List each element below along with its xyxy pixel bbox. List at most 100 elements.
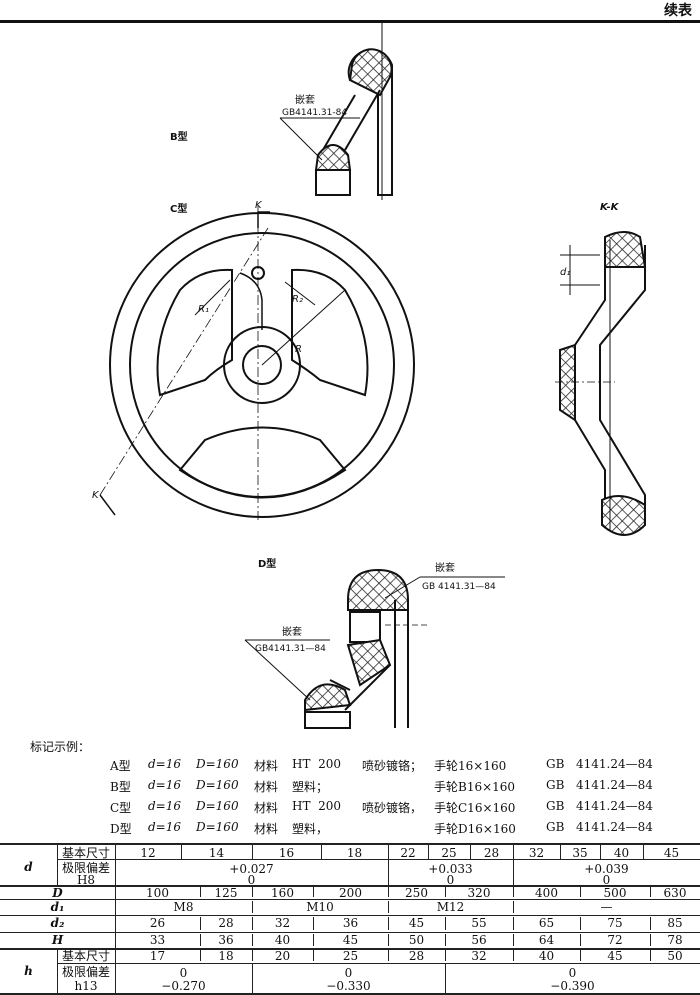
d-tolerance-lower: 0 [602, 873, 611, 887]
table-divider [57, 948, 58, 993]
table-divider [388, 934, 389, 946]
D-cell: 630 [663, 886, 687, 900]
b-type-label: B型 [170, 130, 188, 143]
d1-cell: M8 [173, 900, 194, 914]
d-type-label: D型 [258, 557, 276, 570]
k-k-section [555, 231, 647, 536]
example-part: 4141.24—84 [576, 757, 653, 771]
D-cell: 200 [339, 886, 362, 900]
d-basic-cell: 18 [346, 846, 363, 860]
sub-label-h13: h13 [74, 979, 98, 993]
table-divider [321, 845, 322, 859]
d-tolerance-lower: 0 [446, 873, 455, 887]
example-part [362, 820, 434, 837]
table-rule [0, 932, 700, 933]
table-divider [388, 950, 389, 961]
H-cell: 64 [538, 933, 555, 947]
d2-cell: 32 [274, 916, 291, 930]
table-rule [0, 915, 700, 916]
example-part: d=16 [148, 799, 182, 813]
example-part: 4141.24—84 [576, 799, 653, 813]
table-divider [560, 845, 561, 859]
table-divider [252, 917, 253, 930]
example-part: d=16 [148, 820, 182, 834]
example-title: 标记示例： [30, 740, 91, 754]
example-part: 喷砂镀铬； [362, 759, 423, 773]
k-mark-top: K [255, 200, 263, 211]
example-part: D型 [110, 822, 132, 836]
c-type-label: C型 [170, 202, 187, 215]
table-divider [513, 859, 514, 885]
table-divider [181, 845, 182, 859]
d2-cell: 26 [149, 916, 166, 930]
c-type-wheel [99, 205, 415, 520]
d-basic-cell: 35 [572, 846, 588, 860]
h-tolerance-upper: 0 [344, 966, 353, 980]
table-divider [513, 901, 514, 913]
table-divider [445, 917, 446, 930]
row-label-h: h [24, 964, 33, 978]
table-divider [115, 885, 116, 948]
h-tolerance-upper: 0 [568, 966, 577, 980]
table-divider [115, 948, 116, 993]
table-divider [513, 845, 514, 859]
example-part: 材料 [254, 759, 279, 773]
sub-label-h8: H8 [76, 873, 96, 887]
d-basic-cell: 32 [528, 846, 545, 860]
section-label: K-K [600, 202, 620, 213]
h-basic-cell: 40 [538, 949, 555, 963]
table-divider [580, 917, 581, 930]
D-cell: 100 [146, 886, 169, 900]
sub-label-tolerance-h: 极限偏差 [61, 965, 110, 979]
h-tolerance-lower: −0.390 [550, 979, 595, 993]
example-part: 4141.24—84 [576, 820, 653, 834]
example-part: 手轮B16×160 [434, 780, 516, 794]
d-tolerance-upper: +0.027 [229, 862, 274, 876]
table-divider [445, 887, 446, 897]
H-cell: 45 [342, 933, 359, 947]
example-part: C型 [110, 801, 132, 815]
table-divider [313, 887, 314, 897]
example-part: GB [546, 778, 565, 792]
row-label-H: H [51, 933, 64, 947]
table-divider [445, 963, 446, 993]
example-part: 手轮16×160 [434, 759, 507, 773]
continued-label: 续表 [664, 3, 692, 19]
example-part: D=160 [196, 778, 239, 792]
table-divider [650, 934, 651, 946]
table-divider [513, 887, 514, 897]
table-divider [252, 963, 253, 993]
table-divider [388, 901, 389, 913]
H-cell: 40 [274, 933, 291, 947]
table-rule [0, 993, 700, 995]
example-part: GB [546, 757, 565, 771]
r1-label: R₁ [198, 304, 209, 315]
sub-label-basic-d: 基本尺寸 [61, 846, 110, 860]
insert-label-d-bottom: 嵌套 [282, 625, 302, 638]
example-part: 材料 [254, 822, 279, 836]
table-divider [600, 845, 601, 859]
d-basic-cell: 40 [613, 846, 630, 860]
table-divider [252, 901, 253, 913]
table-divider [57, 843, 58, 885]
h-basic-cell: 32 [471, 949, 487, 963]
table-divider [580, 934, 581, 946]
h-basic-cell: 28 [408, 949, 425, 963]
insert-std-d-bottom: GB4141.31—84 [255, 644, 326, 654]
row-label-d: d [24, 860, 33, 874]
table-divider [580, 887, 581, 897]
d2-cell: 55 [471, 916, 487, 930]
D-cell: 320 [467, 886, 491, 900]
d1-cell: — [600, 900, 613, 914]
table-divider [200, 887, 201, 897]
table-rule [0, 843, 700, 845]
H-cell: 56 [471, 933, 487, 947]
h-tolerance-lower: −0.270 [161, 979, 206, 993]
H-cell: 36 [218, 933, 234, 947]
example-part: 塑料； [292, 780, 329, 794]
b-type-section [279, 20, 393, 200]
example-part [362, 778, 434, 795]
